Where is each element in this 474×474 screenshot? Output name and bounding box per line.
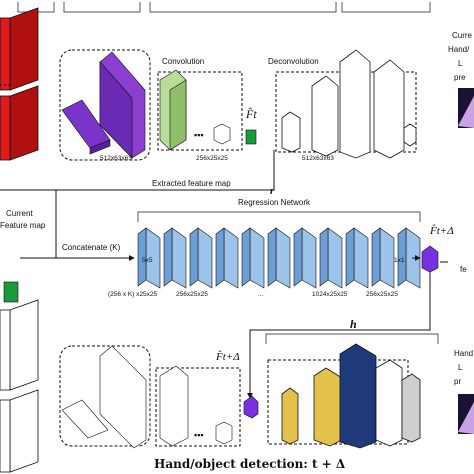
output-violet-block — [421, 245, 439, 273]
extracted-arrow — [0, 150, 275, 191]
feature-ft-symbol: F̂t — [245, 107, 257, 121]
svg-text:▪▪▪: ▪▪▪ — [194, 430, 204, 440]
regression-slab — [345, 227, 369, 289]
bottom-right-label-2: L — [458, 363, 463, 372]
bottom-input-arrow — [247, 272, 431, 399]
svg-text:▪▪▪: ▪▪▪ — [194, 130, 204, 140]
extracted-label: Extracted feature map — [152, 179, 231, 188]
top-brace-4 — [341, 2, 431, 13]
h-symbol: h — [350, 317, 357, 331]
regression-slab — [319, 227, 343, 289]
regression-slab — [241, 227, 265, 289]
r-symbol: r — [270, 185, 275, 197]
regression-slab — [189, 227, 213, 289]
regression-slab — [371, 227, 395, 289]
regression-slab — [215, 227, 239, 289]
red-stack-top — [0, 7, 39, 161]
top-right-label-3: L — [458, 59, 463, 68]
current-feature-block — [3, 281, 19, 303]
top-right-label-4: pre — [454, 73, 466, 82]
dim-256-b: 256x25x25 — [196, 155, 228, 162]
detection-blocks — [267, 343, 421, 449]
top-brace-3 — [149, 2, 337, 13]
current-label-1: Current — [6, 209, 33, 218]
top-right-label-1: Curre — [452, 31, 473, 40]
feature-ft-block — [245, 129, 257, 145]
green-conv-volume: ▪▪▪ — [157, 69, 243, 151]
detection-caption: Hand/object detection: t + Δ — [154, 457, 345, 471]
deconvolution-label: Deconvolution — [268, 57, 319, 66]
regression-slab — [137, 227, 161, 289]
kernel-1x1: 1x1 — [394, 257, 405, 264]
top-brace-2 — [63, 2, 141, 13]
dim-reg-3: 1024x25x25 — [312, 291, 348, 298]
deconv-volume — [275, 49, 417, 159]
fe-label: fe — [460, 265, 467, 274]
regression-slab — [293, 227, 317, 289]
convolution-label: Convolution — [162, 57, 204, 66]
bottom-right-photo — [458, 394, 474, 434]
dim-512-a: 512x63x63 — [100, 155, 132, 162]
regression-brace — [137, 211, 421, 222]
bottom-white-stack: ▪▪▪ — [155, 365, 241, 447]
purple-block-volume — [59, 49, 151, 161]
h-brace — [265, 333, 439, 344]
bottom-right-label-1: Hand — [454, 349, 473, 358]
top-right-label-2: Hand/ — [448, 45, 470, 54]
regression-label: Regression Network — [238, 198, 311, 207]
regression-blocks — [137, 227, 421, 289]
bottom-right-label-3: pr — [454, 377, 461, 386]
dim-reg-1: 256x25x25 — [176, 291, 208, 298]
kernel-5x5: 5x5 — [142, 257, 153, 264]
bottom-white-volume — [59, 345, 151, 449]
dim-reg-0: (256 x K) x25x25 — [108, 291, 158, 298]
bottom-input-symbol: F̂t+Δ — [215, 350, 240, 363]
concat-label: Concatenate (K) — [62, 243, 121, 252]
bottom-violet-block — [243, 395, 259, 419]
top-right-photo — [458, 88, 474, 128]
dim-reg-2: ... — [258, 291, 264, 298]
output-symbol: F̂t+Δ — [429, 224, 454, 237]
current-label-2: Feature map — [0, 221, 46, 230]
dim-512-c: 512x63x63 — [302, 155, 334, 162]
regression-slab — [163, 227, 187, 289]
dim-reg-4: 256x25x25 — [366, 291, 398, 298]
regression-slab — [267, 227, 291, 289]
bottom-left-volumes — [0, 299, 39, 473]
